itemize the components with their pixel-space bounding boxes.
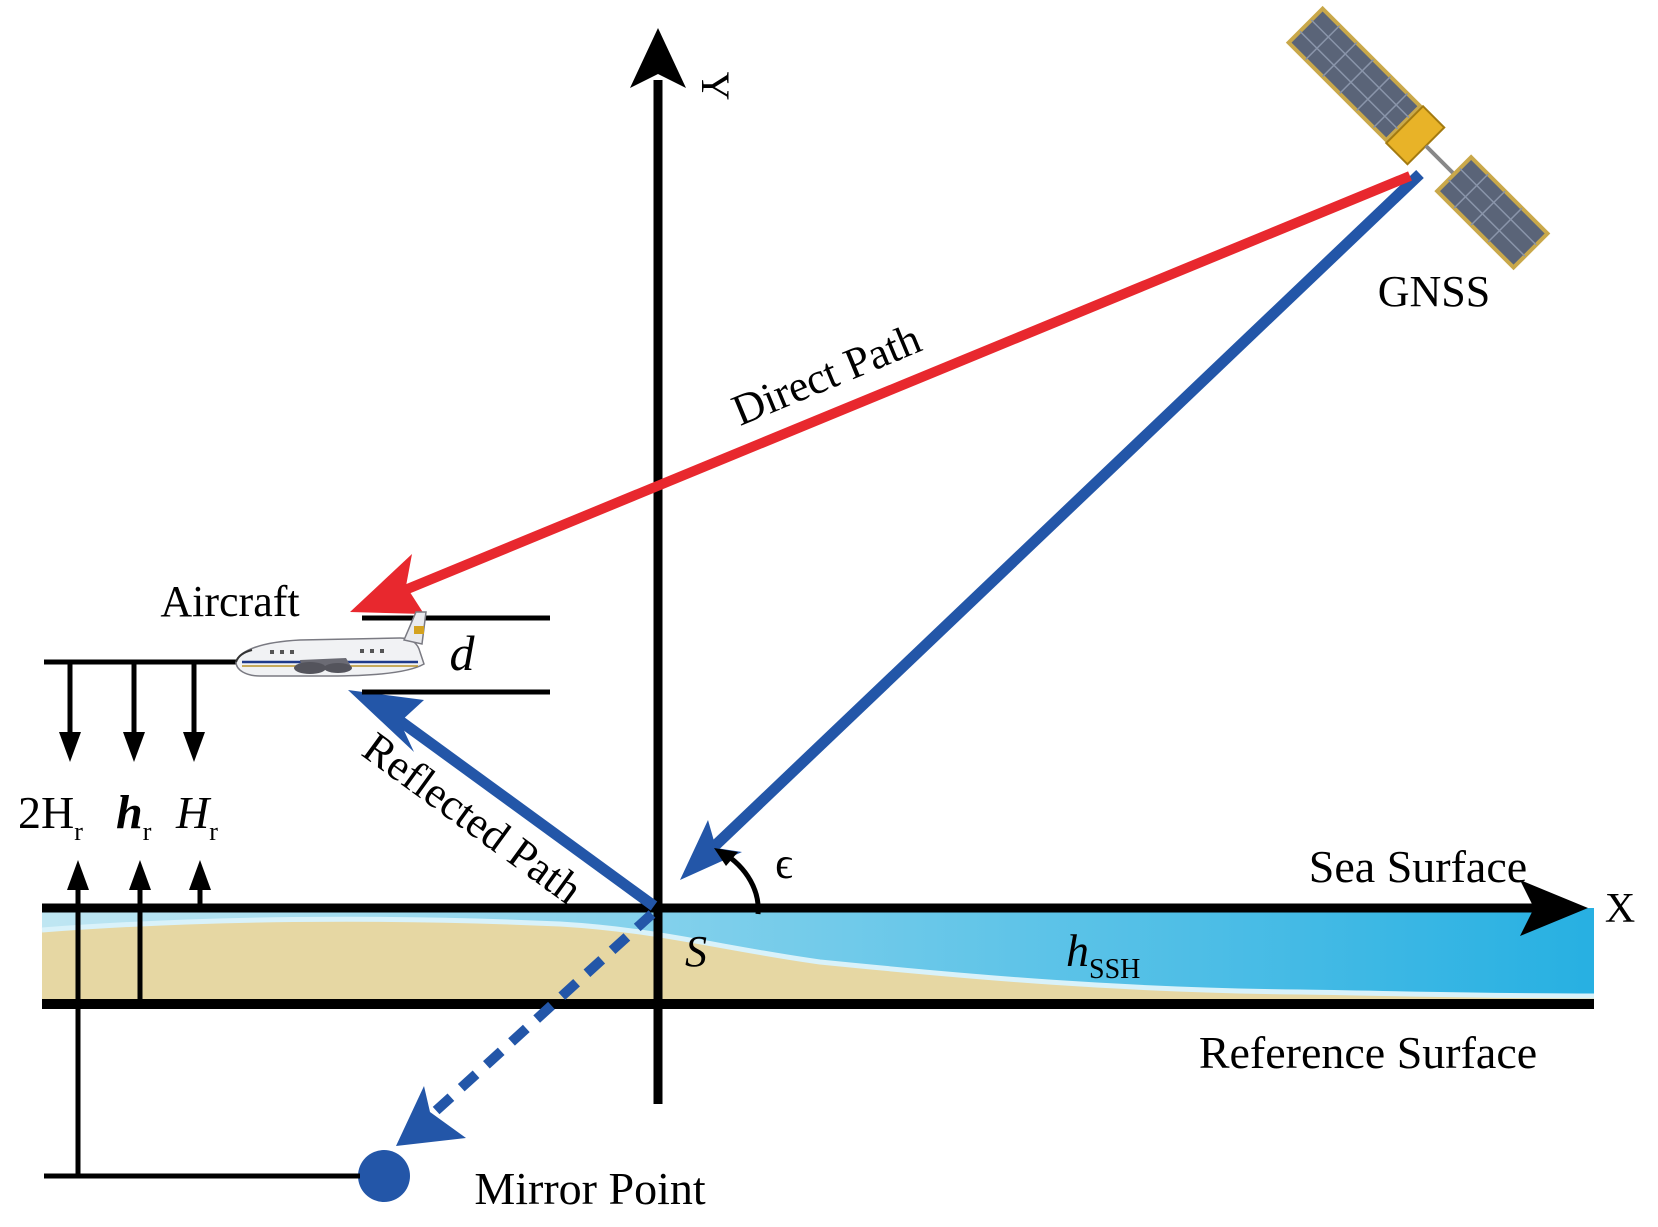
gnss-label: GNSS	[1378, 267, 1491, 316]
s-label: S	[685, 927, 707, 976]
h-ssh-label: hSSH	[1066, 925, 1140, 985]
incident-path-line	[696, 170, 1424, 864]
hr-down-arrowhead	[123, 732, 145, 762]
d-label: d	[450, 625, 476, 681]
x-axis-arrowhead	[1520, 880, 1588, 936]
mirror-point-label: Mirror Point	[474, 1163, 706, 1214]
h-r-main: h	[116, 786, 143, 839]
two-hr-sub: r	[74, 817, 83, 846]
h-r-sub: r	[143, 817, 152, 846]
mirror-point-dot	[358, 1150, 410, 1202]
shore-foam	[41, 916, 1595, 999]
elevation-arc-arrowhead	[714, 848, 738, 866]
2hr-down-arrowhead	[59, 732, 81, 762]
h-ssh-main: h	[1066, 925, 1089, 976]
direct-path-line	[403, 171, 1412, 595]
h-r-label: hr	[116, 786, 152, 846]
h-ssh-sub: SSH	[1089, 954, 1140, 985]
aircraft-label: Aircraft	[160, 577, 299, 626]
sea-band	[41, 908, 1595, 1004]
aircraft-icon	[235, 611, 427, 677]
satellite-icon	[1285, 5, 1551, 271]
direct-path-arrowhead	[350, 554, 424, 614]
epsilon-label: ϵ	[775, 839, 793, 888]
y-axis-arrowhead	[630, 28, 686, 88]
reflected-path-line	[392, 713, 658, 911]
reference-surface-label: Reference Surface	[1199, 1027, 1537, 1078]
sand-beach	[42, 919, 1594, 1004]
Hr-up-arrowhead	[189, 860, 211, 890]
mirror-path-line	[424, 910, 656, 1122]
H-r-sub: r	[209, 817, 218, 846]
hr-up-arrowhead	[129, 860, 151, 890]
H-r-main: H	[175, 787, 212, 838]
x-axis-label: X	[1605, 886, 1635, 932]
Hr-down-arrowhead	[183, 732, 205, 762]
incident-path-arrowhead	[680, 820, 742, 880]
sea-surface-label: Sea Surface	[1309, 841, 1527, 892]
reflected-path-label: Reflected Path	[354, 723, 591, 914]
two-hr-main: 2H	[18, 787, 74, 838]
mirror-path-arrowhead	[396, 1086, 466, 1146]
y-axis-label: Y	[693, 72, 738, 101]
2hr-up-arrowhead	[67, 860, 89, 890]
H-r-label: Hr	[175, 787, 218, 846]
two-hr-label: 2Hr	[18, 787, 83, 846]
reflected-path-arrowhead	[348, 690, 424, 752]
